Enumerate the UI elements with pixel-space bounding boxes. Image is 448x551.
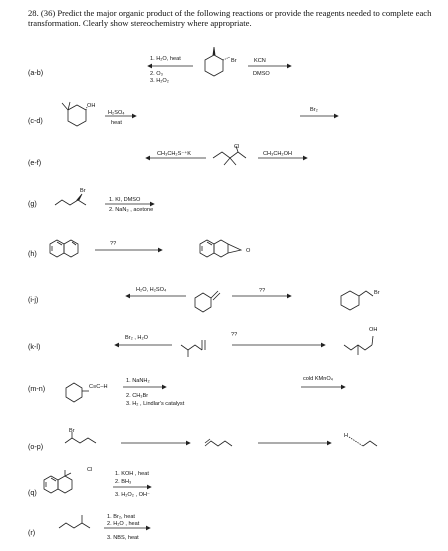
reagent-r-1: 1. Br₂, heat	[107, 514, 135, 520]
reagent-i-1: H₂O, H₂SO₄	[136, 287, 167, 293]
reagent-q-1: 1. KOH , heat	[115, 471, 149, 477]
label-r: (r)	[28, 528, 36, 537]
reagent-r-3: 3. NBS, heat	[107, 535, 139, 541]
label-i-j: (i-j)	[28, 295, 39, 304]
molecule-h-epoxide	[199, 239, 243, 258]
reagent-g-2: 2. NaN₃ , acetone	[109, 207, 154, 213]
molecule-q-tetralin-chloride	[43, 470, 73, 494]
reagent-b-2: DMSO	[253, 71, 270, 77]
reagent-m-1: 1. NaNH₂	[126, 378, 150, 384]
molecule-m-cyclohexylacetylene	[65, 382, 89, 403]
reagent-h-1: ??	[110, 241, 117, 247]
label-o-p: (o-p)	[28, 442, 44, 451]
atom-oh-l: OH	[369, 327, 378, 333]
reagent-m-2: 2. CH₃Br	[126, 393, 149, 399]
reagent-g-1: 1. KI, DMSO	[109, 197, 141, 203]
reagent-n-1: cold KMnO₄	[303, 376, 333, 382]
question-text: (36) Predict the major organic product o…	[28, 8, 432, 28]
molecule-p-alkyne	[348, 436, 378, 447]
reagent-a-3: 3. H₂O₂	[150, 78, 169, 84]
molecule-e-tert-chloride	[212, 145, 247, 166]
label-g: (g)	[28, 199, 37, 208]
reagent-k-1: Br₂ , H₂O	[125, 335, 148, 341]
label-e-f: (e-f)	[28, 158, 42, 167]
molecule-r-alkane	[58, 515, 91, 529]
molecule-h-dihydronaphthalene	[49, 239, 79, 258]
molecule-k-alkene	[180, 340, 206, 357]
alkyne-label: C≡C–H	[89, 384, 108, 390]
molecule-j-bromomethylcyclohexane	[340, 290, 374, 311]
label-c-d: (c-d)	[28, 116, 43, 125]
molecule-l-alcohol	[343, 335, 374, 355]
atom-oh-c: OH	[87, 103, 96, 109]
reagent-q-2: 2. BH₃	[115, 479, 132, 485]
reagent-l-1: ??	[231, 332, 238, 338]
atom-o-h: O	[246, 248, 251, 254]
molecule-o-bromide	[64, 432, 97, 444]
atom-br-o: Br	[69, 428, 75, 434]
reagent-r-2: 2. H₂O , heat	[107, 521, 140, 527]
label-q: (q)	[28, 488, 37, 497]
reagent-c-1: H₂SO₄	[108, 110, 125, 116]
reagent-a-2: 2. O₃	[150, 71, 163, 77]
reagent-a-1: 1. H₂O, heat	[150, 56, 181, 62]
reagent-q-3: 3. H₂O₂ , OH⁻	[115, 492, 150, 498]
atom-br-j: Br	[374, 290, 380, 296]
molecule-i-methylenecyclohexane	[194, 290, 221, 313]
atom-br-a: Br	[231, 58, 237, 64]
question-number: 28.	[28, 8, 39, 18]
label-h: (h)	[28, 249, 37, 258]
reagent-c-2: heat	[111, 120, 122, 126]
label-a-b: (a-b)	[28, 68, 44, 77]
reagent-d-1: Br₂	[310, 107, 318, 113]
molecule-g-bromide	[54, 193, 87, 206]
reagent-m-3: 3. H₂ , Lindlar's catalyst	[126, 401, 185, 407]
molecule-o-alkene	[204, 438, 233, 447]
label-m-n: (m-n)	[28, 384, 46, 393]
label-k-l: (k-l)	[28, 342, 41, 351]
molecule-c-cyclohexanol	[61, 101, 88, 127]
atom-h-p: H	[344, 433, 349, 439]
reagent-j-1: ??	[259, 288, 266, 294]
atom-br-g: Br	[80, 188, 86, 194]
question-header: 28. (36) Predict the major organic produ…	[28, 8, 433, 28]
molecule-a-cyclohexane	[204, 46, 231, 77]
atom-cl-q: Cl	[87, 467, 93, 473]
reagent-b-1: KCN	[254, 58, 266, 64]
reagent-e-1: CH₃CH₂S⁻⁺K	[157, 151, 191, 157]
reagent-f-1: CH₃CH₂OH	[263, 151, 292, 157]
